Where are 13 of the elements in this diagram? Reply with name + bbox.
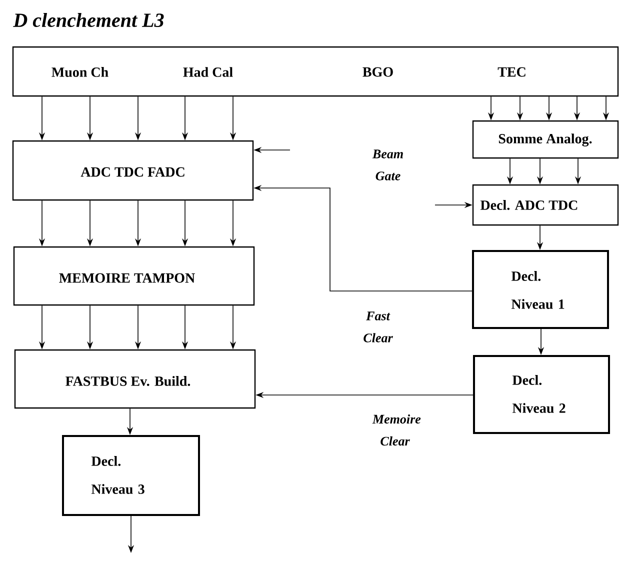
process-box: Somme Analog. [472,120,619,159]
signal-label: Beam Gate [372,150,403,180]
thick-box: Decl. Niveau 3 [62,435,200,516]
edge-label: Fast Clear [354,310,402,344]
process-box: MEMOIRE TAMPON [13,246,255,306]
process-box: Decl. ADC TDC [472,184,619,226]
edge-label: Memoire Clear [372,413,421,447]
title: D clenchement L3 [13,12,164,28]
process-box: ADC TDC FADC [12,140,254,201]
process-box: FASTBUS Ev. Build. [14,349,256,409]
thick-box: Decl. Niveau 1 [472,250,610,329]
thick-box: Decl. Niveau 2 [473,355,610,434]
detector-band: Muon Ch Had Cal BGO TEC [12,46,619,97]
